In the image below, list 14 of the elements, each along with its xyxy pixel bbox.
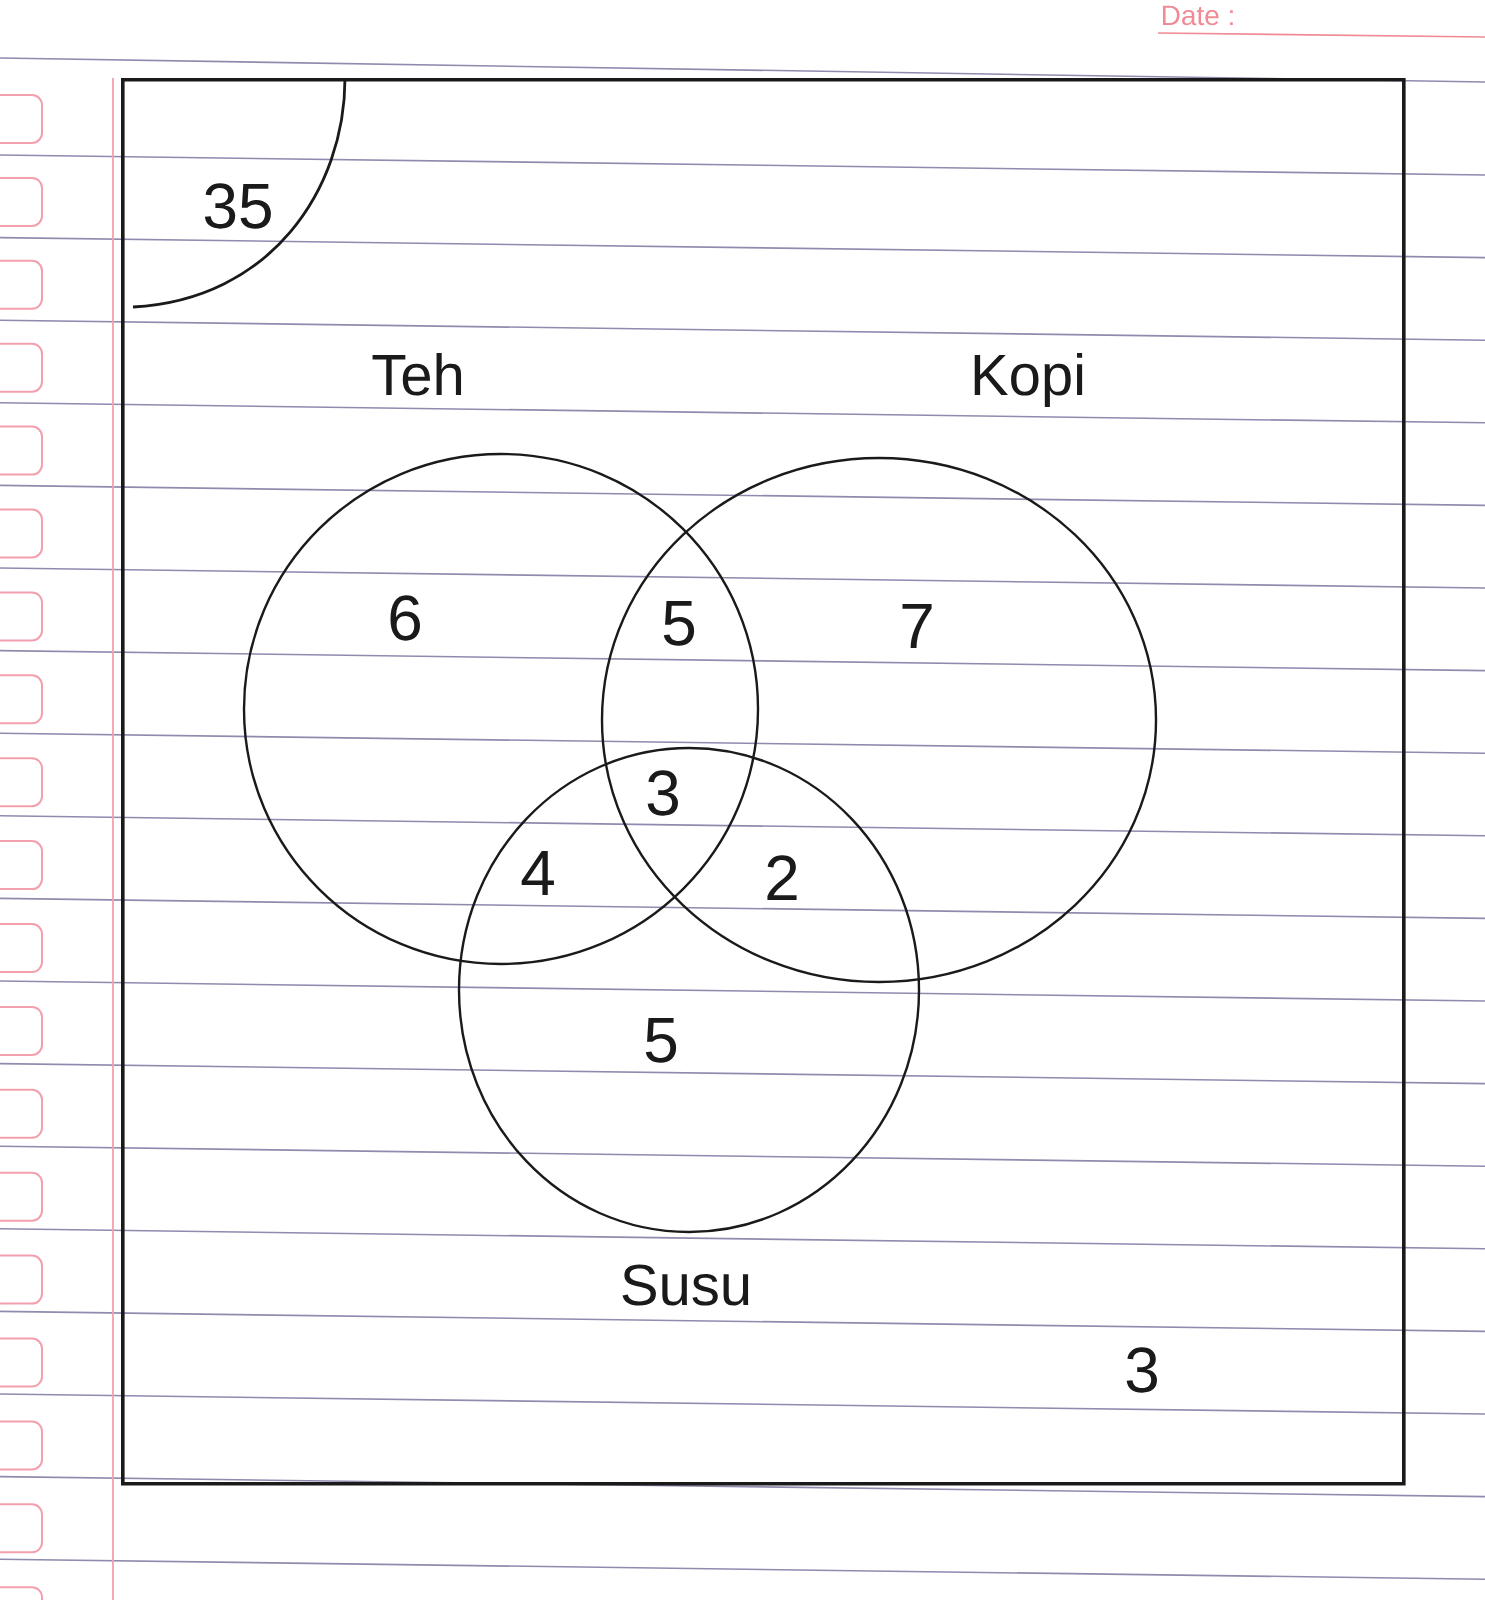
region-count: 5 bbox=[663, 601, 695, 646]
set-label: Kopi bbox=[974, 353, 1083, 408]
region-count: 5 bbox=[645, 1018, 677, 1063]
region-count: 7 bbox=[902, 604, 932, 648]
set-label: Teh bbox=[372, 353, 462, 396]
set-label: Susu bbox=[622, 1264, 749, 1306]
region-count: 3 bbox=[647, 770, 678, 816]
region-count: 6 bbox=[390, 595, 420, 641]
universal-set-box bbox=[121, 78, 1406, 1486]
region-count: 3 bbox=[1126, 1347, 1157, 1393]
date-label: Date : bbox=[1162, 5, 1233, 26]
region-count: 2 bbox=[767, 855, 797, 900]
corner-sector: 35 bbox=[132, 77, 347, 309]
region-count: 4 bbox=[521, 851, 554, 895]
